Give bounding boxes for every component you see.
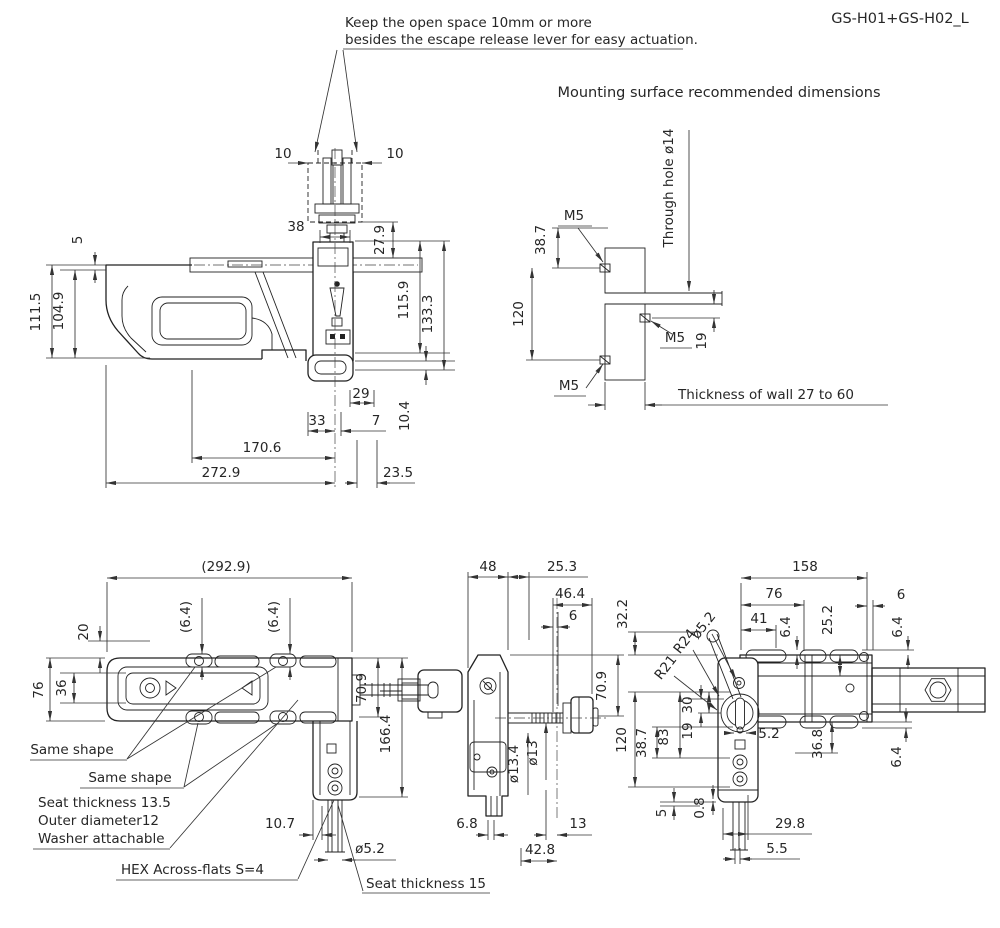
m5-screw-marks xyxy=(599,263,651,365)
dim-10-right: 10 xyxy=(386,146,403,162)
dim-r21: R21 xyxy=(651,652,680,683)
dim-6-4-bottom-right: 6.4 xyxy=(889,746,905,767)
dim-6-8: 6.8 xyxy=(456,816,477,832)
dim-272-9: 272.9 xyxy=(202,465,241,481)
label-m5-top: M5 xyxy=(564,208,584,224)
dim-20: 20 xyxy=(76,623,92,640)
dim-19-front: 19 xyxy=(680,722,696,739)
label-washer: Washer attachable xyxy=(38,831,165,847)
dim-6-4-b: (6.4) xyxy=(266,601,282,633)
label-same-shape-2: Same shape xyxy=(88,770,171,786)
hex-nut xyxy=(924,678,952,702)
dim-13: 13 xyxy=(569,816,586,832)
dim-83: 83 xyxy=(656,728,672,745)
rail-body xyxy=(739,654,873,723)
handle-housing xyxy=(105,264,262,360)
dim-23-5: 23.5 xyxy=(383,465,413,481)
label-seat-thickness-15: Seat thickness 15 xyxy=(366,876,486,892)
note-line2: besides the escape release lever for eas… xyxy=(345,32,698,48)
dim-76-top: 76 xyxy=(31,681,47,698)
dim-25-2: 25.2 xyxy=(820,605,836,635)
dim-5: 5 xyxy=(70,236,86,245)
dim-111-5: 111.5 xyxy=(28,293,44,332)
wall-hatched-upper xyxy=(604,247,646,294)
wall-section-view: 38.7 M5 Through hole ø14 120 19 M5 M5 Th… xyxy=(511,129,888,410)
drawing-title: GS-H01+GS-H02_L xyxy=(831,11,969,27)
dim-6-front: 6 xyxy=(897,587,906,603)
dim-41: 41 xyxy=(750,611,767,627)
dim-38-7-front: 38.7 xyxy=(634,728,650,758)
label-seat-thickness: Seat thickness 13.5 xyxy=(38,795,171,811)
handle-grip-cavity xyxy=(151,296,253,346)
mounting-plate-profile xyxy=(467,654,509,817)
dim-48: 48 xyxy=(479,559,496,575)
wall-hatched-lower xyxy=(604,303,646,381)
front-view: 158 76 41 6.4 25.2 6 6.4 ø5.2 R24 R21 xyxy=(614,559,986,864)
profile-view: 48 25.3 46.4 6 70.9 ø13.4 ø13 6.8 13 42.… xyxy=(380,559,624,866)
dim-30: 30 xyxy=(680,696,696,713)
dim-36-8: 36.8 xyxy=(810,729,826,759)
dim-120-front: 120 xyxy=(614,727,630,753)
dim-115-9: 115.9 xyxy=(396,281,412,320)
switch-body-front xyxy=(706,629,760,851)
dim-120-wall: 120 xyxy=(511,301,527,327)
label-wall-thickness: Thickness of wall 27 to 60 xyxy=(677,387,854,403)
dim-29: 29 xyxy=(352,386,369,402)
dim-10-4: 10.4 xyxy=(397,401,413,431)
dim-10-left: 10 xyxy=(274,146,291,162)
dim-33: 33 xyxy=(308,413,325,429)
dim-32-2: 32.2 xyxy=(615,599,631,629)
label-hex-flats: HEX Across-flats S=4 xyxy=(121,862,264,878)
dim-166-4: 166.4 xyxy=(378,715,394,754)
label-m5-mid: M5 xyxy=(665,330,685,346)
dim-0-8: 0.8 xyxy=(692,797,708,818)
dim-19-wall: 19 xyxy=(694,332,710,349)
dim-38-7-wall: 38.7 xyxy=(533,225,549,255)
dim-10-7: 10.7 xyxy=(265,816,295,832)
dim-70-9-profile: 70.9 xyxy=(594,671,610,701)
mounting-title: Mounting surface recommended dimensions xyxy=(557,85,880,101)
handle-body-top xyxy=(106,657,353,722)
dim-7: 7 xyxy=(372,413,381,429)
dim-46-4: 46.4 xyxy=(555,586,585,602)
top-view: (292.9) 20 (6.4) (6.4) 76 36 70.9 166.4 … xyxy=(30,559,490,894)
dim-133-3: 133.3 xyxy=(420,295,436,334)
dim-6-4-top-right: 6.4 xyxy=(890,616,906,637)
dim-36: 36 xyxy=(54,679,70,696)
dim-170-6: 170.6 xyxy=(243,440,282,456)
label-m5-bottom: M5 xyxy=(559,378,579,394)
dim-42-8: 42.8 xyxy=(525,842,555,858)
dim-104-9: 104.9 xyxy=(51,292,67,331)
annotations: Keep the open space 10mm or more besides… xyxy=(314,11,969,153)
dim-27-9: 27.9 xyxy=(372,225,388,255)
end-arm xyxy=(871,667,986,713)
dim-6-profile: 6 xyxy=(569,608,578,624)
dim-29-8: 29.8 xyxy=(775,816,805,832)
dim-158: 158 xyxy=(792,559,818,575)
dim-o13-4: ø13.4 xyxy=(506,745,522,783)
dim-6-4-top-left: 6.4 xyxy=(778,616,794,637)
switch-body-top-view xyxy=(312,721,358,801)
label-through-hole: Through hole ø14 xyxy=(661,129,677,249)
dim-5-2-slot: 5.2 xyxy=(758,726,779,742)
dim-5-5: 5.5 xyxy=(766,841,787,857)
dim-70-9-top: 70.9 xyxy=(354,673,370,703)
label-same-shape-1: Same shape xyxy=(30,742,113,758)
dim-292-9: (292.9) xyxy=(201,559,250,575)
cable-entry-box xyxy=(417,669,463,713)
dim-o5-2-top: ø5.2 xyxy=(355,841,385,857)
dim-o13: ø13 xyxy=(525,740,541,765)
note-line1: Keep the open space 10mm or more xyxy=(345,15,592,31)
dim-5-front: 5 xyxy=(654,809,670,818)
label-outer-diameter: Outer diameter12 xyxy=(38,813,159,829)
dim-38: 38 xyxy=(287,219,304,235)
dim-25-3: 25.3 xyxy=(547,559,577,575)
dim-76-front: 76 xyxy=(765,586,782,602)
dim-6-4-a: (6.4) xyxy=(178,601,194,633)
side-view: 10 10 38 27.9 115.9 133.3 10.4 29 33 7 xyxy=(28,146,455,488)
escape-release-lever xyxy=(307,149,363,243)
